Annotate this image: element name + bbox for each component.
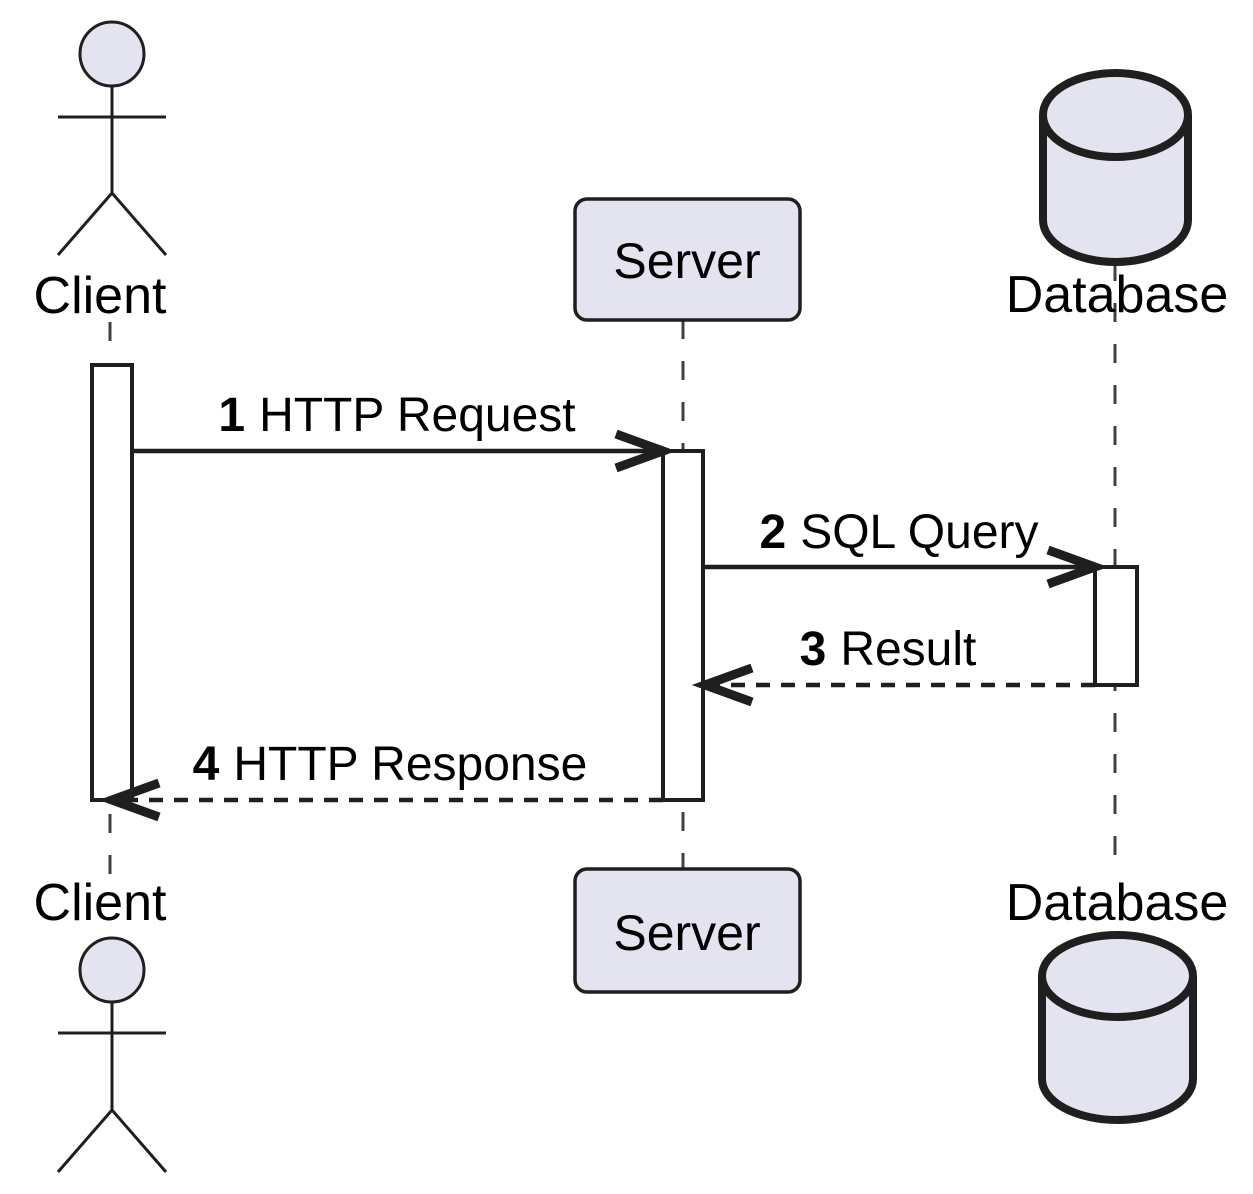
server-box-bottom [573,867,802,994]
server-label-bottom: Server [613,905,760,961]
client-label-bottom: Client [34,874,167,932]
database-label-top: Database [1006,266,1229,324]
message-4-text: HTTP Response [233,738,587,791]
message-1-arrowhead-icon [614,429,677,473]
server-participant-top: Server [573,197,802,322]
message-2-seq: 2 [759,506,786,559]
database-icon-top [1039,69,1192,266]
client-label-top: Client [34,267,167,325]
server-box-top [573,197,802,322]
actor-legs [56,1109,168,1173]
database-label-bottom: Database [1006,874,1229,932]
message-1-label: 1 HTTP Request [218,389,575,442]
client-actor-icon-top [56,20,168,256]
message-3-seq: 3 [800,623,827,676]
message-2: 2 SQL Query [703,506,1109,589]
database-cylinder-top [1038,931,1197,1021]
message-4-arrowhead-icon [98,778,161,822]
server-label-top: Server [613,233,760,289]
actor-legs [56,192,168,256]
activation-bar-database [1093,565,1139,687]
database-icon-bottom [1038,931,1197,1124]
actor-head [78,20,146,88]
message-4-seq: 4 [193,738,220,791]
database-cylinder-top [1039,69,1192,161]
client-actor-icon-bottom [56,936,168,1173]
message-2-label: 2 SQL Query [759,506,1038,559]
message-2-text: SQL Query [800,506,1038,559]
message-1-text: HTTP Request [259,389,576,442]
actor-head [78,936,146,1004]
message-2-arrowhead-icon [1046,545,1109,589]
activation-bar-server [661,449,705,802]
message-1: 1 HTTP Request [132,389,677,473]
message-3-text: Result [840,623,976,676]
server-participant-bottom: Server [573,867,802,994]
message-1-seq: 1 [218,389,245,442]
message-3-arrowhead-icon [691,663,754,707]
activation-bar-client [90,363,134,802]
